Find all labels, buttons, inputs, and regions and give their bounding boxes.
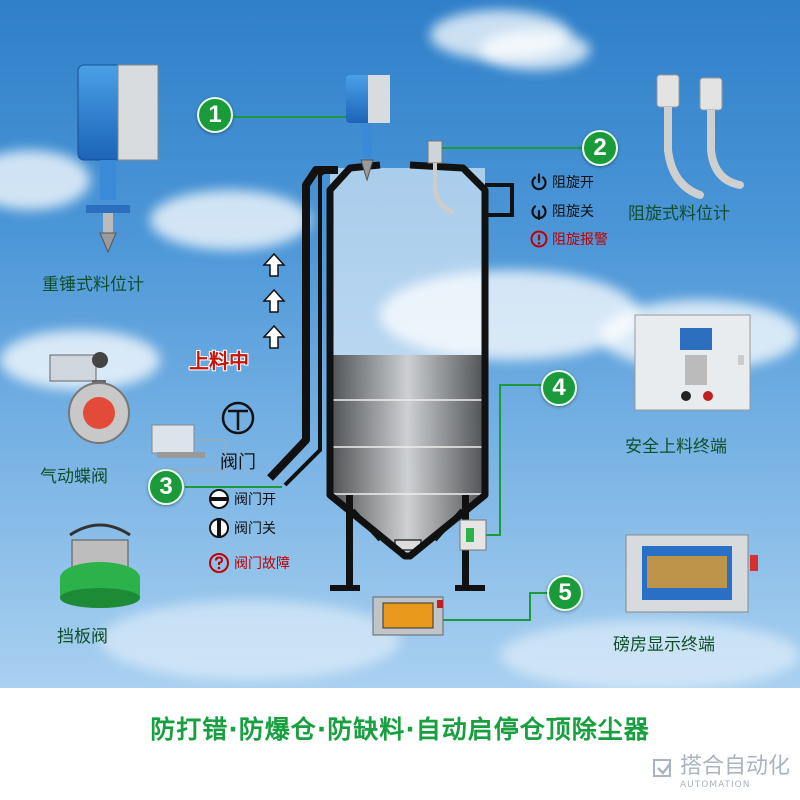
valve-status-fault: 阀门故障 [208, 552, 290, 574]
slogan: 防打错·防爆仓·防缺料·自动启停仓顶除尘器 [150, 715, 650, 744]
valve-fault-text: 阀门故障 [234, 556, 290, 572]
marker-5: 5 [547, 575, 583, 611]
valve-open-text: 阀门开 [234, 492, 276, 508]
marker-4: 4 [541, 370, 577, 406]
brand-name: 搭合自动化 [679, 754, 790, 779]
label-safe-feed-terminal: 安全上料终端 [625, 437, 727, 457]
footer: 防打错·防爆仓·防缺料·自动启停仓顶除尘器 搭合自动化 AUTOMATION [0, 688, 800, 800]
rotary-status-off: 阻旋关 [530, 201, 594, 221]
label-rotary-level: 阻旋式料位计 [628, 204, 730, 224]
brand-logo: 搭合自动化 AUTOMATION [650, 748, 790, 790]
valve-open-icon [209, 489, 229, 509]
rotary-status-alarm: 阻旋报警 [530, 229, 608, 249]
label-weighroom-terminal: 磅房显示终端 [613, 635, 715, 655]
marker-1: 1 [197, 97, 233, 133]
marker-3: 3 [148, 469, 184, 505]
valve-status-open: 阀门开 [208, 488, 276, 510]
valve-close-icon [209, 518, 229, 538]
alarm-icon [530, 230, 548, 248]
label-baffle-valve: 挡板阀 [57, 627, 108, 647]
brand-en: AUTOMATION [679, 780, 751, 790]
label-pneumatic-butterfly: 气动蝶阀 [40, 467, 108, 487]
valve-close-text: 阀门关 [234, 521, 276, 537]
rotary-on-text: 阻旋开 [552, 175, 594, 191]
valve-icon [221, 401, 255, 435]
fault-icon [209, 553, 229, 573]
marker-2: 2 [582, 130, 618, 166]
power-off-icon [531, 205, 547, 220]
label-heavy-hammer: 重锤式料位计 [42, 275, 144, 295]
valve-status-close: 阀门关 [208, 517, 276, 539]
rotary-alarm-text: 阻旋报警 [552, 232, 608, 248]
feeding-arrows-icon [262, 252, 286, 349]
rotary-off-text: 阻旋关 [552, 204, 594, 220]
rotary-status-on: 阻旋开 [530, 172, 594, 192]
feeding-label: 上料中 [189, 349, 249, 373]
brand-mark-icon [652, 759, 671, 777]
power-on-icon [531, 173, 547, 191]
silo-diagram [49, 64, 758, 636]
valve-title: 阀门 [220, 452, 256, 473]
